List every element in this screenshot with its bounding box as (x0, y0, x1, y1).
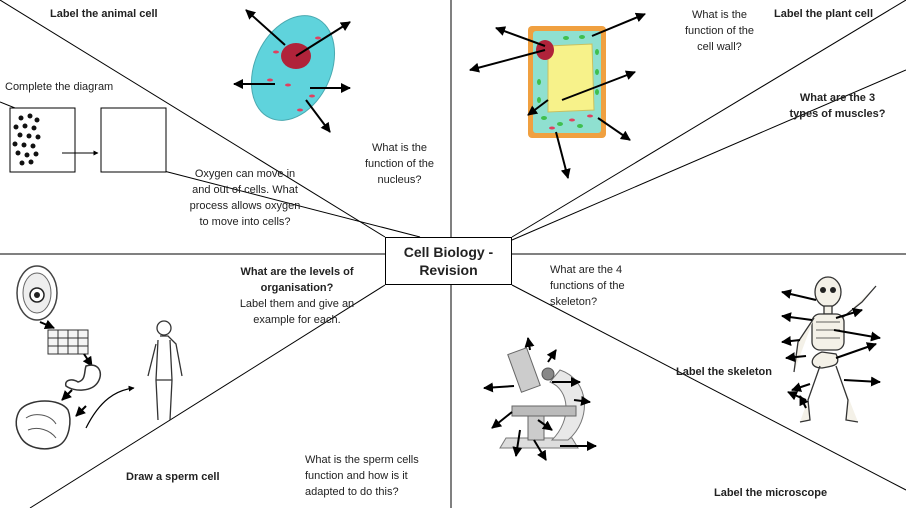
plant-cell-illustration (469, 12, 646, 179)
prompt-complete-diagram: Complete the diagram (5, 81, 114, 93)
title-line-1: Cell Biology - (403, 244, 494, 260)
prompt-draw-sperm-cell: Draw a sperm cell (126, 471, 220, 483)
prompt-cell-wall: What is the function of the cell wall? (684, 9, 755, 53)
diffusion-diagram (9, 107, 167, 173)
prompt-sperm-function: What is the sperm cells function and how… (305, 454, 419, 498)
microscope-illustration (483, 337, 597, 461)
prompt-label-animal-cell: Label the animal cell (50, 8, 158, 20)
prompt-label-microscope: Label the microscope (714, 487, 828, 499)
prompt-levels-of-organisation: What are the levels of organisation? Lab… (239, 266, 355, 326)
organisation-levels-illustration (15, 265, 183, 450)
prompt-label-plant-cell: Label the plant cell (774, 8, 874, 20)
prompt-oxygen: Oxygen can move in and out of cells. Wha… (189, 168, 301, 228)
worksheet-title: Cell Biology - Revision (385, 237, 512, 285)
prompt-skeleton-functions: What are the 4 functions of the skeleton… (550, 264, 625, 308)
prompt-nucleus: What is the function of the nucleus? (364, 142, 435, 186)
skeleton-illustration (781, 276, 881, 423)
animal-cell-illustration (233, 9, 351, 133)
title-line-2: Revision (419, 262, 478, 278)
prompt-muscles: What are the 3 types of muscles? (789, 92, 886, 120)
prompt-label-skeleton: Label the skeleton (676, 366, 772, 378)
